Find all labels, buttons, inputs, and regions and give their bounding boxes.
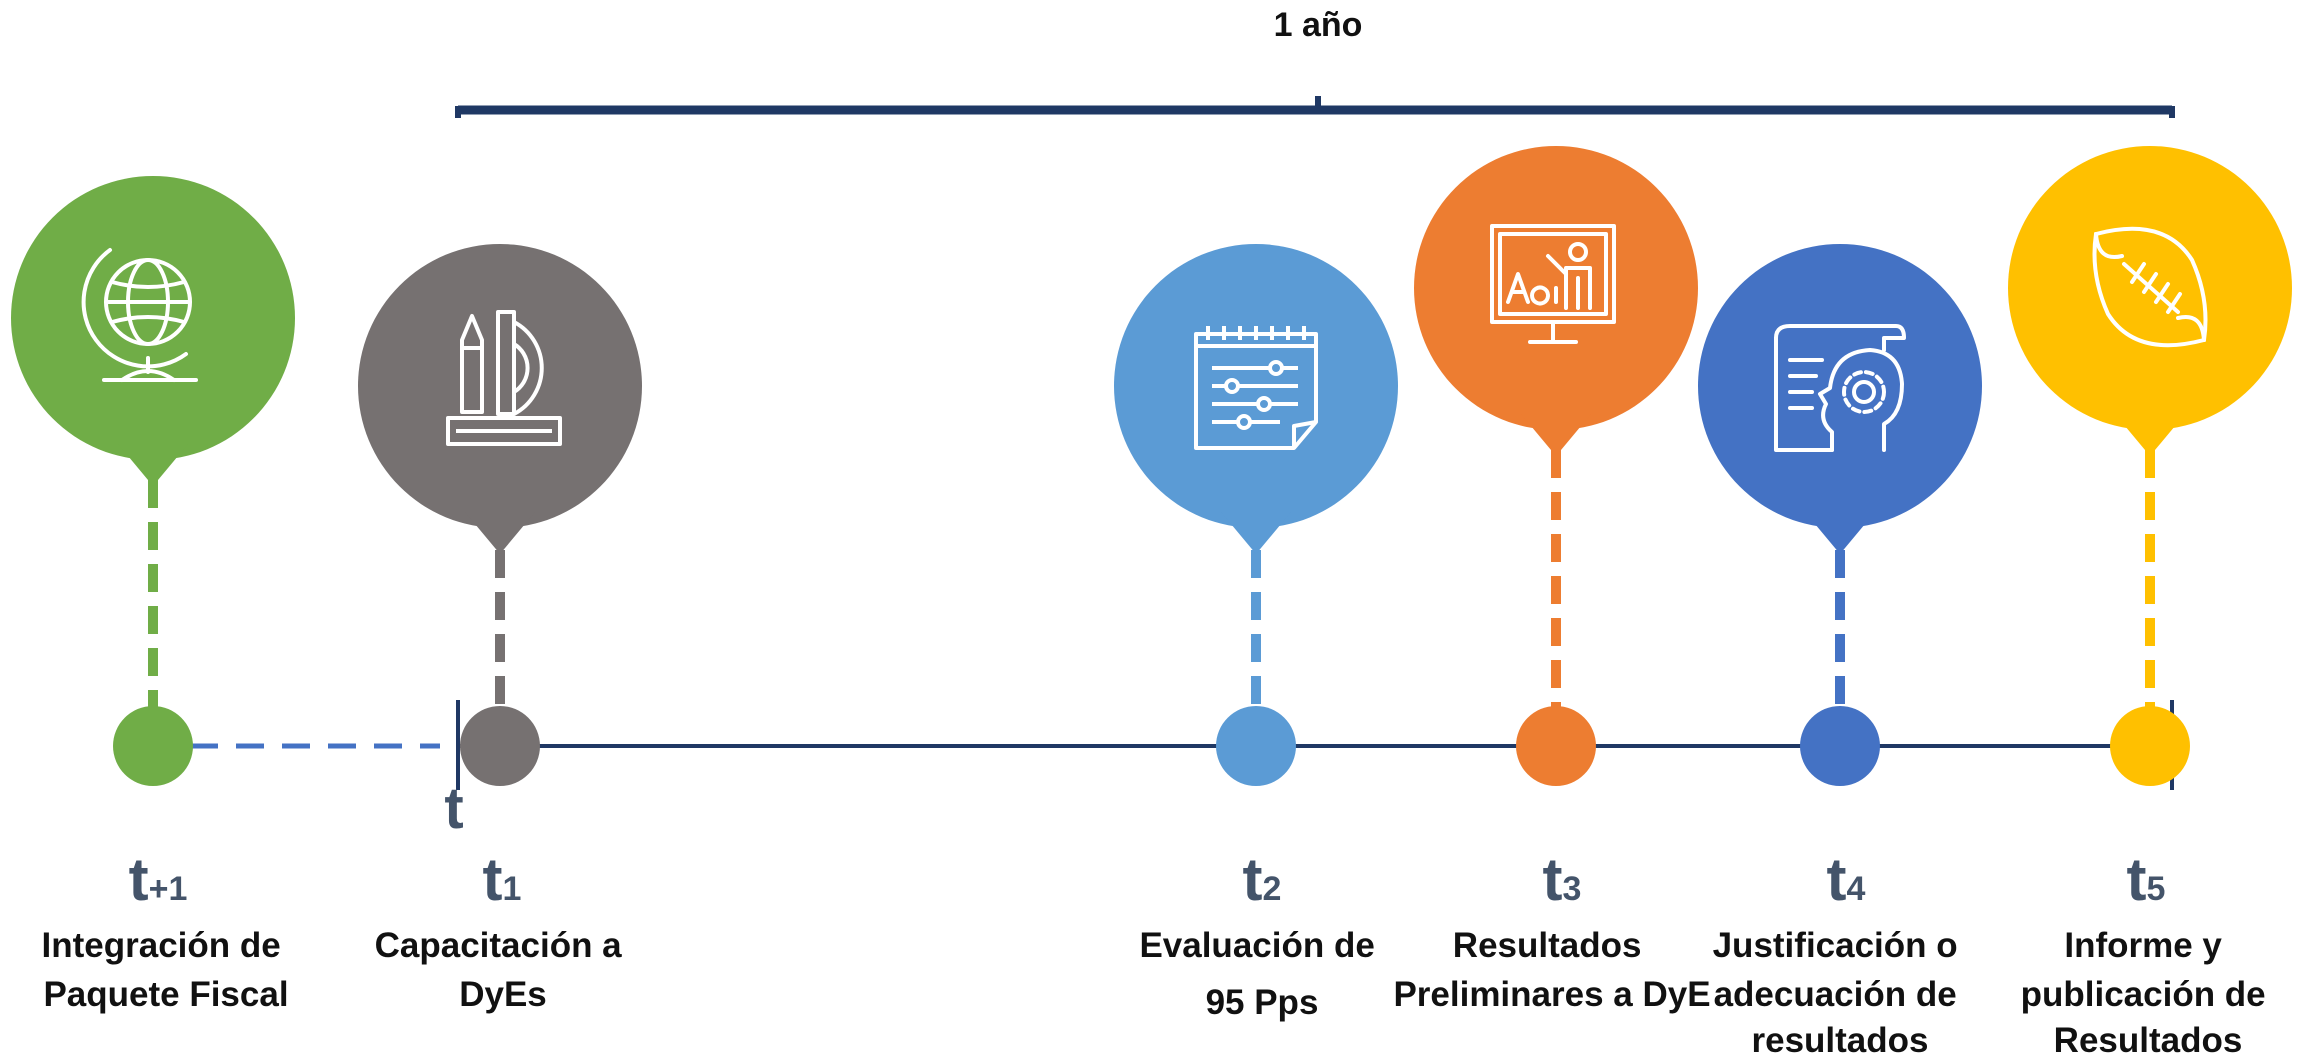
milestone-t2: t2 Evaluación de 95 Pps: [1114, 244, 1398, 1022]
label-line-1: Integración de: [42, 926, 281, 965]
t-label: t2: [1243, 846, 1282, 913]
balloon-pointer: [1221, 512, 1291, 554]
axis-t-label: t: [444, 776, 463, 841]
milestone-label: Informe y publicación de Resultados: [2021, 926, 2276, 1055]
milestone-label: Integración de Paquete Fiscal: [42, 926, 291, 1014]
t-label-main: t: [2127, 846, 2147, 913]
milestone-t-plus-1: t+1 Integración de Paquete Fiscal: [11, 176, 295, 1014]
timeline-dot: [460, 706, 540, 786]
presentation-teacher-icon: [1490, 224, 1616, 344]
timeline-dot: [113, 706, 193, 786]
milestone-t5: t5 Informe y publicación de Resultados: [2008, 146, 2292, 1055]
t-label-subscript: 1: [503, 870, 522, 908]
label-line-1: Evaluación de: [1139, 926, 1374, 965]
t-label-main: t: [129, 846, 149, 913]
label-line-1: Capacitación a: [375, 926, 623, 965]
t-label-subscript: 4: [1847, 870, 1866, 908]
t-label: t4: [1827, 846, 1866, 913]
milestone-t3: t3 Resultados Preliminares a DyE: [1393, 146, 1711, 1014]
t-label-subscript: 3: [1563, 870, 1582, 908]
settings-document-icon: [1194, 326, 1318, 450]
football-icon: [2092, 226, 2208, 348]
balloon: [1698, 244, 1982, 528]
timeline-dot: [2110, 706, 2190, 786]
label-line-2: 95 Pps: [1206, 983, 1319, 1022]
milestone-t1: t1 Capacitación a DyEs: [358, 244, 642, 1014]
t-label-main: t: [483, 846, 503, 913]
t-label-main: t: [1243, 846, 1263, 913]
label-line-1: Informe y: [2064, 926, 2222, 965]
t-label-subscript: +1: [149, 870, 188, 908]
t-label-subscript: 2: [1263, 870, 1282, 908]
t-label: t1: [483, 846, 522, 913]
label-line-1: Justificación o: [1713, 926, 1958, 965]
balloon-pointer: [1521, 414, 1591, 456]
t-label: t+1: [129, 846, 188, 913]
balloon-pointer: [118, 444, 188, 486]
time-axis: t: [190, 700, 2174, 841]
balloon-pointer: [1805, 512, 1875, 554]
label-line-1: Resultados: [1453, 926, 1642, 965]
label-line-2: Preliminares a DyE: [1393, 975, 1710, 1014]
t-label-main: t: [1827, 846, 1847, 913]
milestone-label: Resultados Preliminares a DyE: [1393, 926, 1710, 1014]
t-label-main: t: [1543, 846, 1563, 913]
period-label: 1 año: [1274, 6, 1363, 44]
head-gear-icon: [1774, 324, 1906, 452]
t-label: t3: [1543, 846, 1582, 913]
milestone-label: Capacitación a DyEs: [375, 926, 632, 1014]
label-line-3: Resultados: [2054, 1021, 2243, 1055]
globe-icon: [81, 248, 198, 382]
milestone-label: Evaluación de 95 Pps: [1139, 926, 1384, 1022]
timeline-dot: [1516, 706, 1596, 786]
balloon-pointer: [2115, 414, 2185, 456]
t-label-subscript: 5: [2147, 870, 2166, 908]
drafting-tools-icon: [446, 310, 562, 446]
timeline-dot: [1216, 706, 1296, 786]
timeline-dot: [1800, 706, 1880, 786]
label-line-3: resultados: [1752, 1021, 1929, 1055]
label-line-2: DyEs: [459, 975, 547, 1014]
label-line-2: publicación de: [2021, 975, 2266, 1014]
t-label: t5: [2127, 846, 2166, 913]
milestone-t4: t4 Justificación o adecuación de resulta…: [1698, 244, 1982, 1055]
period-bracket: 1 año: [455, 6, 2175, 118]
milestone-label: Justificación o adecuación de resultados: [1713, 926, 1968, 1055]
balloon-pointer: [465, 512, 535, 554]
label-line-2: Paquete Fiscal: [43, 975, 288, 1014]
label-line-2: adecuación de: [1714, 975, 1957, 1014]
